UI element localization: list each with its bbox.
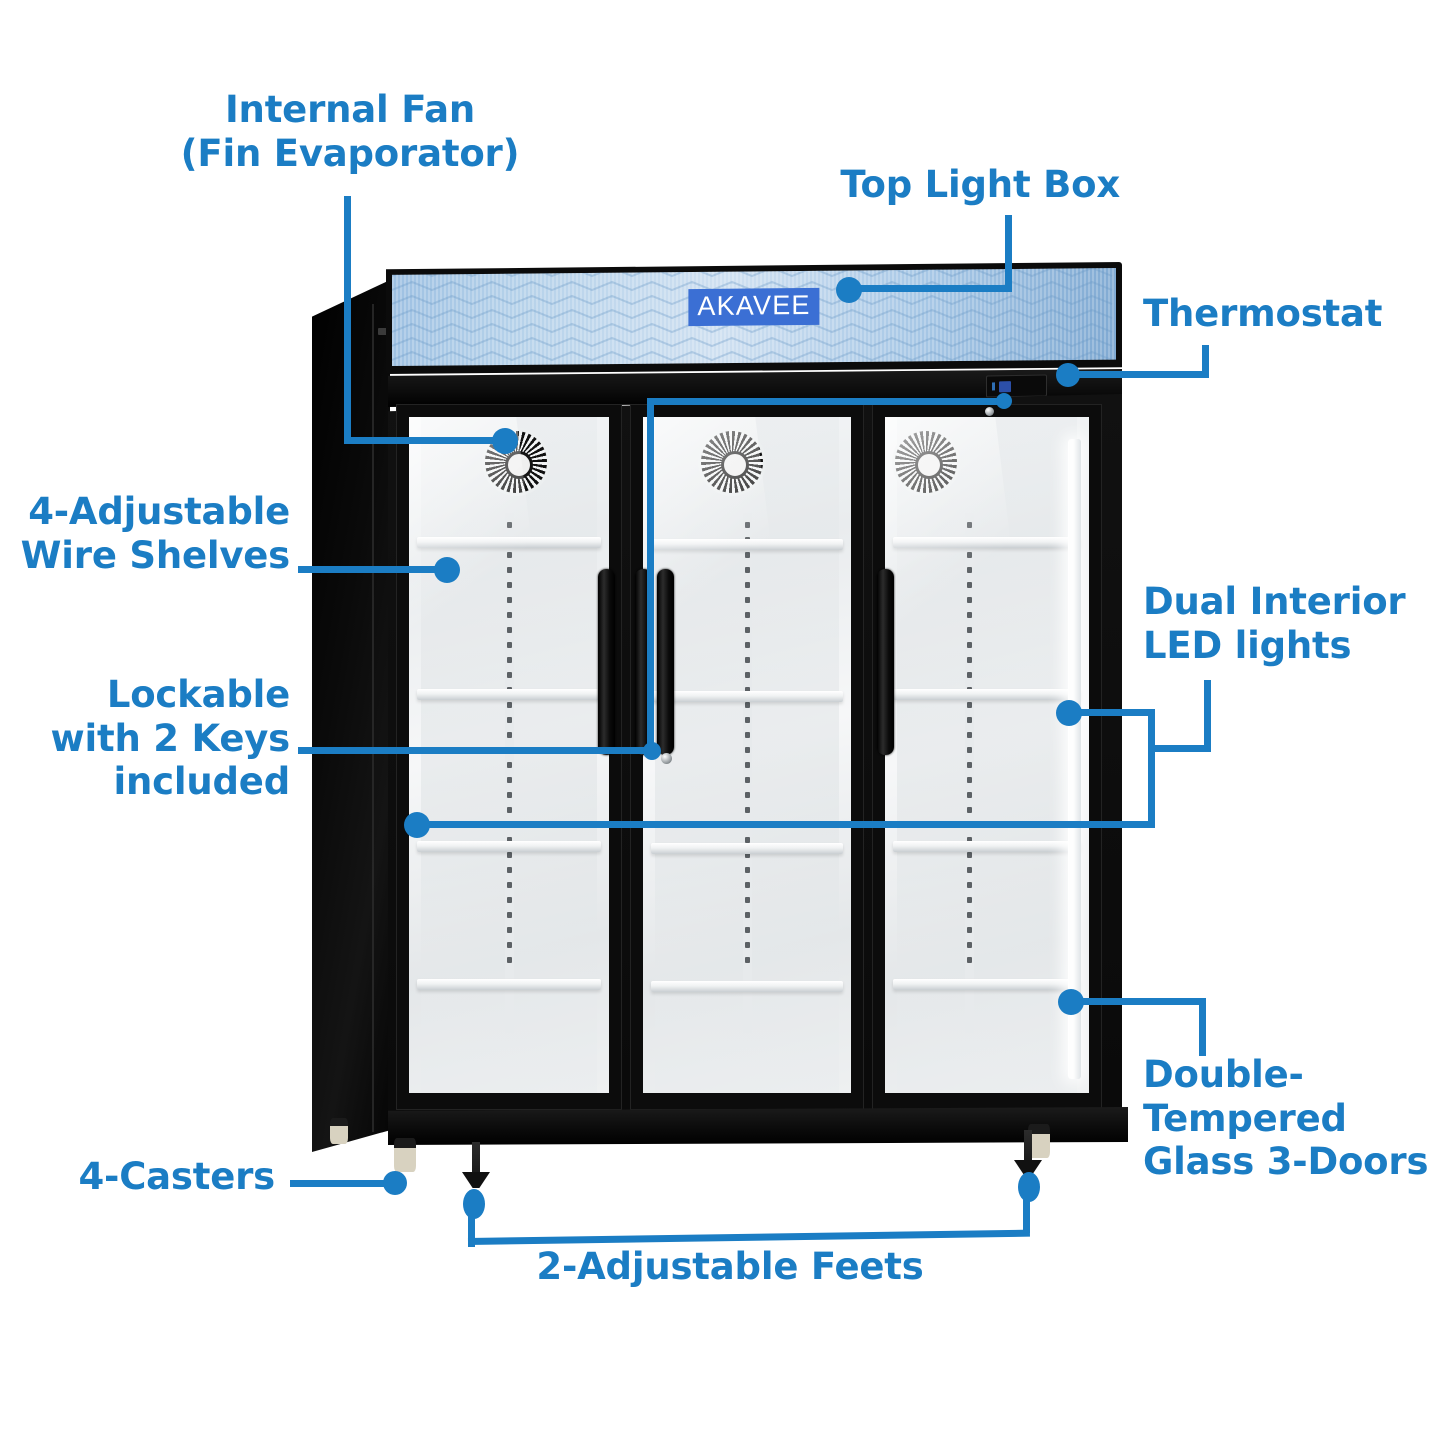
leader-dot-glass-doors: [1058, 989, 1084, 1015]
door-lock[interactable]: [661, 753, 672, 764]
leader-lockable-horizontal: [298, 747, 654, 754]
leader-dot-top-light-box: [836, 277, 862, 303]
adjustable-foot-left: [472, 1142, 480, 1182]
wire-shelf: [893, 979, 1081, 990]
adjustable-foot-right: [1024, 1130, 1032, 1170]
leader-dot-led-lower: [404, 812, 430, 838]
cabinet-plinth: [388, 1107, 1128, 1145]
wire-shelf: [417, 841, 601, 852]
callout-label-thermostat: Thermostat: [1143, 292, 1383, 335]
leader-feet-bottom-horizontal: [467, 1229, 1030, 1245]
callout-label-casters: 4-Casters: [78, 1155, 276, 1198]
leader-glass-doors-vertical: [1199, 998, 1206, 1056]
leader-thermostat-horizontal: [1072, 371, 1209, 378]
wire-shelf: [651, 843, 843, 854]
wire-shelf: [651, 691, 843, 702]
leader-led-stub-vertical: [1204, 680, 1211, 752]
door-handle-left[interactable]: [598, 569, 615, 755]
door-handle-right[interactable]: [877, 569, 894, 755]
door-handle-middle-right[interactable]: [657, 569, 674, 755]
leader-feet-right-vertical: [1023, 1192, 1030, 1233]
door-glass-left: [409, 417, 609, 1093]
callout-label-lockable: Lockable with 2 Keys included: [50, 673, 291, 804]
leader-led-bracket-vertical: [1148, 712, 1155, 828]
callout-label-top-light-box: Top Light Box: [840, 163, 1120, 206]
door-lock-right[interactable]: [985, 407, 994, 416]
callout-label-internal-fan: Internal Fan (Fin Evaporator): [180, 88, 520, 175]
leader-dot-casters: [383, 1171, 407, 1195]
leader-glass-doors-horizontal: [1074, 998, 1206, 1005]
wire-shelf: [893, 689, 1081, 700]
shelf-slot-column-left: [505, 513, 514, 1033]
leader-led-lower-horizontal: [415, 821, 1155, 828]
leader-top-light-box-horizontal: [852, 285, 1012, 292]
cabinet-side-panel: [312, 280, 390, 1152]
leader-internal-fan-vertical: [344, 196, 351, 444]
wire-shelf: [893, 841, 1081, 852]
leader-dot-lockable: [643, 742, 661, 760]
cabinet-side-vent: [378, 328, 387, 335]
callout-label-wire-shelves: 4-Adjustable Wire Shelves: [20, 490, 291, 577]
leader-lockable-vertical: [647, 400, 654, 754]
top-light-box: AKAVEE: [392, 268, 1116, 366]
interior-back-wall: [897, 417, 1077, 1093]
callout-label-adjustable-feet: 2-Adjustable Feets: [536, 1245, 924, 1288]
thermostat-display: [999, 380, 1011, 392]
wire-shelf: [651, 981, 843, 992]
shelf-slot-column-middle: [743, 513, 752, 1033]
leader-dot-lockable-top: [996, 393, 1012, 409]
cabinet-side-seam: [372, 304, 374, 1132]
internal-fan-right: [895, 431, 957, 493]
leader-led-upper-horizontal: [1072, 709, 1155, 716]
glass-door-middle[interactable]: [630, 404, 864, 1110]
caster-front-left: [394, 1138, 416, 1172]
wire-shelf: [417, 689, 601, 700]
leader-thermostat-vertical: [1202, 345, 1209, 377]
brand-plate: AKAVEE: [688, 288, 820, 327]
leader-led-stub-horizontal: [1155, 745, 1211, 752]
thermostat-control[interactable]: [986, 374, 1047, 398]
leader-top-light-box-vertical: [1005, 215, 1012, 290]
callout-label-glass-doors: Double- Tempered Glass 3-Doors: [1143, 1053, 1429, 1184]
internal-fan-middle: [701, 431, 763, 493]
caster-rear-left: [330, 1118, 348, 1144]
leader-internal-fan-horizontal: [344, 437, 512, 444]
door-glass-middle: [643, 417, 851, 1093]
wire-shelf: [417, 537, 601, 548]
caster-front-right: [1028, 1124, 1050, 1158]
callout-label-led-lights: Dual Interior LED lights: [1143, 580, 1406, 667]
wire-shelf: [417, 979, 601, 990]
leader-dot-thermostat: [1056, 363, 1080, 387]
glass-door-left[interactable]: [396, 404, 622, 1110]
interior-led-light-strip: [1068, 439, 1081, 1079]
leader-dot-wire-shelves: [434, 557, 460, 583]
leader-lockable-top-horizontal: [647, 398, 1005, 405]
shelf-slot-column-right: [965, 513, 974, 1033]
glass-door-right[interactable]: [872, 404, 1102, 1110]
wire-shelf: [651, 539, 843, 550]
leader-feet-left-vertical: [468, 1210, 475, 1247]
door-glass-right: [885, 417, 1089, 1093]
leader-dot-led-upper: [1056, 700, 1082, 726]
leader-casters-horizontal: [290, 1180, 402, 1187]
leader-dot-internal-fan: [492, 428, 518, 454]
wire-shelf: [893, 537, 1081, 548]
thermostat-indicator-icon: [992, 382, 995, 391]
brand-name: AKAVEE: [697, 290, 811, 322]
leader-wire-shelves-horizontal: [298, 566, 450, 573]
